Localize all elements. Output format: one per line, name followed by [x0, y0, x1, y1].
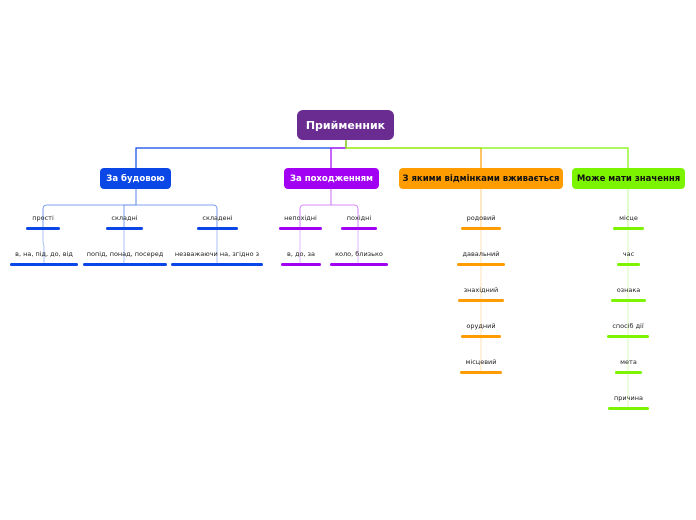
case-orudnyi[interactable]: орудний [461, 322, 501, 338]
branch-budova[interactable]: За будовою [100, 168, 171, 189]
root-node[interactable]: Прийменник [297, 110, 394, 140]
branch-budova-label: За будовою [106, 173, 165, 184]
case-label: родовий [466, 214, 496, 222]
topic-label: складні [111, 214, 138, 222]
example-label: коло, близько [335, 250, 383, 258]
case-label: місцевий [465, 358, 497, 366]
meaning-oznaka[interactable]: ознака [611, 286, 646, 302]
example-label: в, до, за [286, 250, 315, 258]
meaning-label: спосіб дії [612, 322, 644, 330]
example-budova-skladni[interactable]: попід, понад, посеред [83, 250, 167, 266]
example-underline [83, 263, 167, 266]
meaning-underline [617, 263, 640, 266]
case-underline [461, 335, 501, 338]
case-underline [457, 263, 505, 266]
branch-znachennya[interactable]: Може мати значення [572, 168, 685, 189]
example-label: незважаючи на, згідно з [174, 250, 260, 258]
meaning-label: ознака [616, 286, 641, 294]
case-mistsevyi[interactable]: місцевий [460, 358, 502, 374]
topic-budova-skladeni[interactable]: складені [197, 214, 238, 230]
meaning-meta[interactable]: мета [615, 358, 642, 374]
example-underline [10, 263, 78, 266]
topic-underline [26, 227, 60, 230]
example-underline [171, 263, 263, 266]
topic-underline [106, 227, 143, 230]
example-underline [281, 263, 321, 266]
topic-label: похідні [346, 214, 372, 222]
meaning-label: місце [619, 214, 638, 222]
meaning-underline [613, 227, 644, 230]
branch-pokhodzhennya[interactable]: За походженням [284, 168, 379, 189]
example-label: попід, понад, посеред [86, 250, 164, 258]
example-underline [330, 263, 388, 266]
case-underline [458, 299, 504, 302]
meaning-sposib-dii[interactable]: спосіб дії [607, 322, 649, 338]
example-pokh-nepokhidni[interactable]: в, до, за [281, 250, 321, 266]
example-pokh-pokhidni[interactable]: коло, близько [330, 250, 388, 266]
case-znakhidnyi[interactable]: знахідний [458, 286, 504, 302]
meaning-underline [615, 371, 642, 374]
root-label: Прийменник [305, 118, 386, 132]
case-underline [460, 371, 502, 374]
example-budova-skladeni[interactable]: незважаючи на, згідно з [171, 250, 263, 266]
case-rodovyi[interactable]: родовий [461, 214, 501, 230]
branch-vidminky[interactable]: З якими відмінками вживається [399, 168, 563, 189]
case-underline [461, 227, 501, 230]
topic-underline [279, 227, 322, 230]
case-label: давальний [462, 250, 500, 258]
example-budova-prosti[interactable]: в, на, під, до, від [10, 250, 78, 266]
meaning-underline [607, 335, 649, 338]
topic-underline [341, 227, 377, 230]
meaning-label: мета [620, 358, 637, 366]
topic-label: непохідні [284, 214, 317, 222]
topic-label: прості [32, 214, 54, 222]
connector-line [330, 140, 347, 168]
topic-budova-prosti[interactable]: прості [26, 214, 60, 230]
case-label: знахідний [463, 286, 499, 294]
connector-line [345, 140, 629, 168]
meaning-underline [608, 407, 649, 410]
topic-pokh-pokhidni[interactable]: похідні [341, 214, 377, 230]
connector-line [345, 140, 482, 168]
meaning-label: час [622, 250, 635, 258]
topic-label: складені [202, 214, 233, 222]
connector-line [135, 140, 347, 168]
branch-vidminky-label: З якими відмінками вживається [402, 173, 560, 184]
meaning-chas[interactable]: час [617, 250, 640, 266]
meaning-mistse[interactable]: місце [613, 214, 644, 230]
topic-underline [197, 227, 238, 230]
branch-pokhodzhennya-label: За походженням [289, 173, 373, 184]
case-label: орудний [466, 322, 496, 330]
example-label: в, на, під, до, від [15, 250, 73, 258]
meaning-underline [611, 299, 646, 302]
meaning-prychyna[interactable]: причина [608, 394, 649, 410]
topic-pokh-nepokhidni[interactable]: непохідні [279, 214, 322, 230]
meaning-label: причина [614, 394, 643, 402]
branch-znachennya-label: Може мати значення [576, 173, 681, 184]
case-davalnyi[interactable]: давальний [457, 250, 505, 266]
topic-budova-skladni[interactable]: складні [106, 214, 143, 230]
